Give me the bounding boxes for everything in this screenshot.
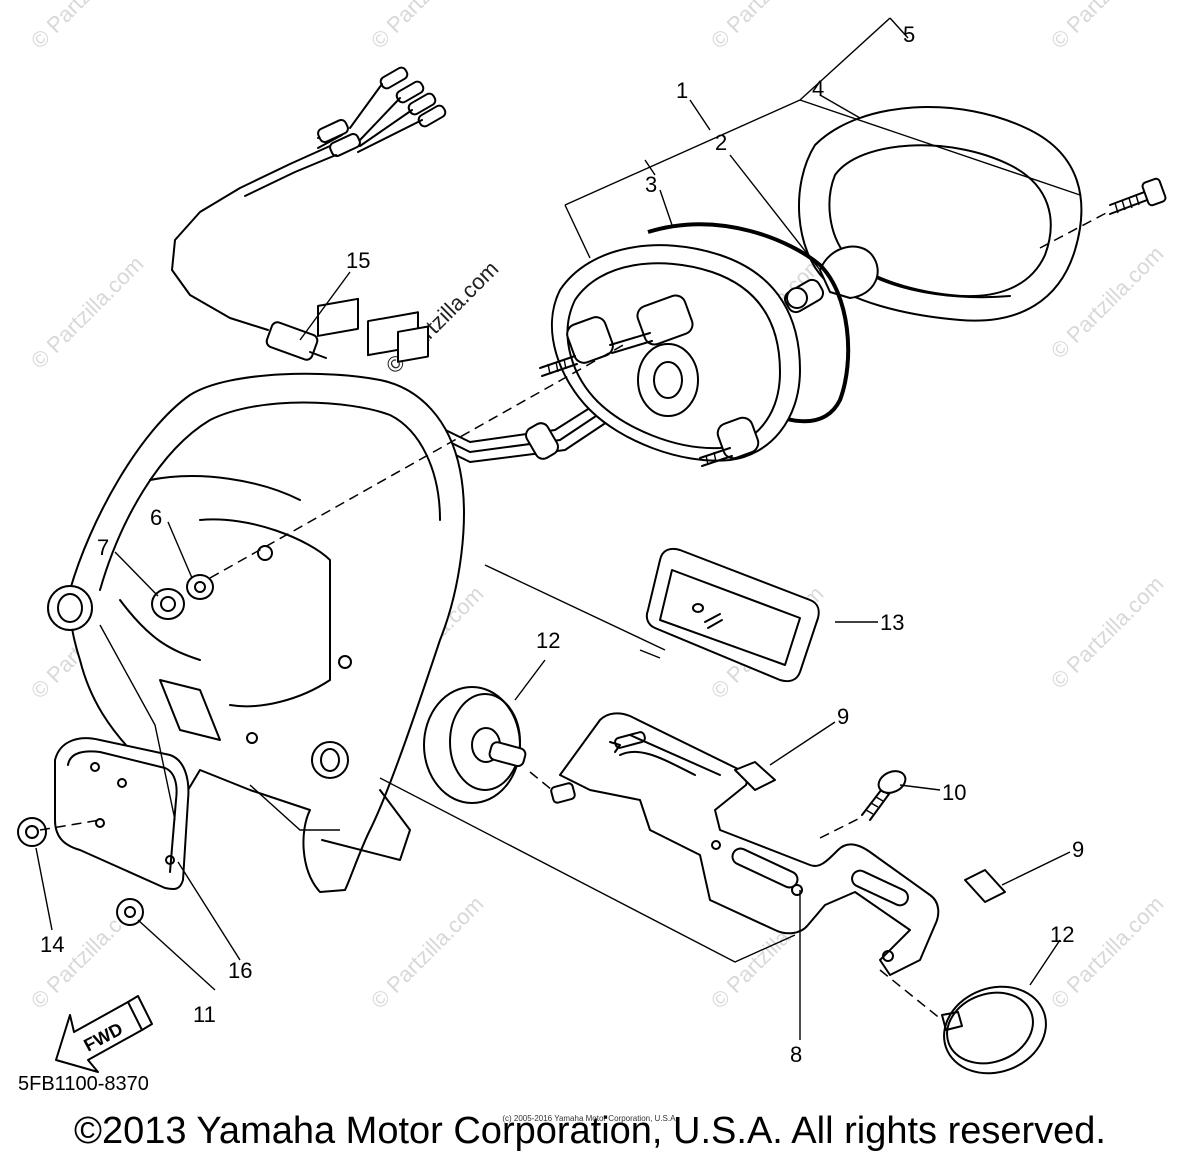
fwd-arrow: FWD <box>55 995 153 1073</box>
callout-14: 14 <box>40 932 64 957</box>
callout-1: 1 <box>676 78 688 103</box>
connector-part-15 <box>317 297 429 363</box>
callout-6: 6 <box>150 505 162 530</box>
copyright-main: ©2013 Yamaha Motor Corporation, U.S.A. A… <box>74 1110 1106 1152</box>
callout-13: 13 <box>880 610 904 635</box>
part-code: 5FB1100-8370 <box>18 1073 149 1095</box>
copyright-small: (c) 2005-2016 Yamaha Motor Corporation, … <box>502 1114 678 1123</box>
bolt-part-10 <box>861 770 907 821</box>
callout-8: 8 <box>790 1042 802 1067</box>
watermark: © Partzilla.com <box>1046 571 1169 694</box>
screw-top-right <box>1039 177 1167 249</box>
washer-part-6 <box>186 574 214 600</box>
callout-3: 3 <box>645 172 657 197</box>
assembly-dashed-lines <box>39 343 943 1021</box>
reflector-part-13 <box>645 547 820 683</box>
callout-7: 7 <box>97 535 109 560</box>
callout-5: 5 <box>903 22 915 47</box>
watermark: © Partzilla.com <box>366 891 489 1014</box>
grommet-part-12-bottom <box>941 985 1047 1075</box>
watermark: © Partzilla.com <box>26 251 149 374</box>
watermark: © Partzilla.com <box>1046 891 1169 1014</box>
callout-16: 16 <box>228 958 252 983</box>
bracket-part-8 <box>550 712 940 976</box>
grommet-part-12-top <box>423 686 527 804</box>
nut-part-14 <box>17 817 47 847</box>
watermark: © Partzilla.com <box>706 0 829 54</box>
plate-part-16 <box>54 737 190 890</box>
callout-2: 2 <box>715 130 727 155</box>
watermark: © Partzilla.com <box>1046 0 1169 54</box>
callout-9-top: 9 <box>837 704 849 729</box>
wire-harness <box>171 66 447 361</box>
callout-10: 10 <box>942 780 966 805</box>
leader-lines <box>35 17 1081 1040</box>
housing-part-1 <box>539 244 808 467</box>
nut-part-7 <box>151 588 185 620</box>
gasket-part-3 <box>647 222 851 424</box>
callout-15: 15 <box>346 248 370 273</box>
callout-9-bottom: 9 <box>1072 837 1084 862</box>
pad-part-9-top <box>734 761 776 791</box>
callout-11: 11 <box>193 1002 216 1027</box>
callout-4: 4 <box>812 76 824 101</box>
callout-12-top: 12 <box>536 628 560 653</box>
nut-part-11 <box>116 898 144 926</box>
callouts: 1 2 3 4 5 6 7 8 9 9 10 11 12 12 13 14 15… <box>40 22 1084 1067</box>
watermark: © Partzilla.com <box>366 0 489 54</box>
callout-12-bottom: 12 <box>1050 922 1074 947</box>
pad-part-9-bottom <box>964 869 1006 903</box>
watermark: © Partzilla.com <box>26 0 149 54</box>
